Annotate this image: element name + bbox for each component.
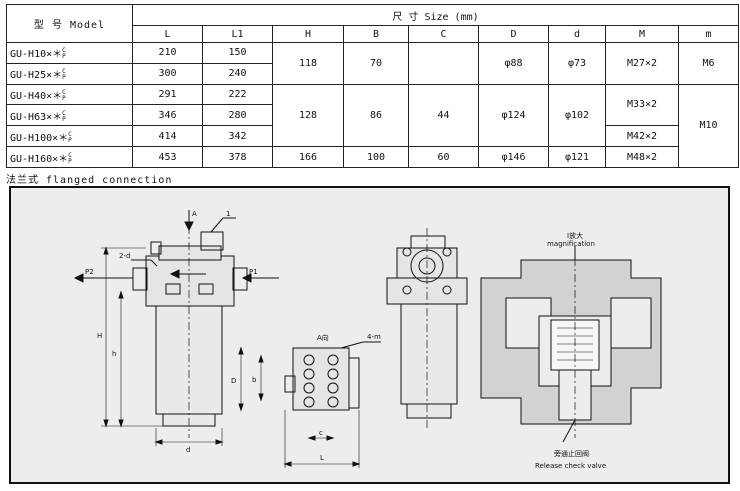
label-h: h bbox=[112, 350, 116, 358]
label-valve-en: Release check valve bbox=[535, 462, 606, 470]
cell-C: 60 bbox=[408, 146, 479, 168]
cell-L: 346 bbox=[132, 104, 203, 127]
cell-L1: 222 bbox=[202, 83, 273, 106]
label-view-a: A向 bbox=[317, 333, 329, 342]
label-part-1: 1 bbox=[226, 210, 230, 218]
cell-L: 210 bbox=[132, 42, 203, 64]
col-L: L bbox=[132, 25, 203, 43]
label-c: c bbox=[319, 429, 323, 437]
col-m: m bbox=[677, 25, 740, 43]
label-valve-cn: 旁通止回阀 bbox=[554, 449, 589, 458]
cell-L: 414 bbox=[132, 125, 203, 148]
a-view bbox=[238, 341, 381, 468]
col-d: d bbox=[548, 25, 606, 43]
cell-H: 128 bbox=[272, 83, 344, 148]
cell-m: M10 bbox=[677, 83, 740, 169]
col-L1: L1 bbox=[202, 25, 273, 43]
cell-M: M48×2 bbox=[605, 146, 679, 168]
cell-M: M33×2 bbox=[605, 83, 679, 127]
label-H: H bbox=[97, 332, 102, 340]
label-magnify-cn: I放大 bbox=[567, 231, 583, 240]
label-magnify-en: magnification bbox=[547, 240, 595, 248]
col-B: B bbox=[343, 25, 409, 43]
label-d: d bbox=[186, 446, 190, 454]
cell-B: 100 bbox=[343, 146, 409, 168]
cell-M: M27×2 bbox=[605, 42, 679, 85]
front-view bbox=[73, 210, 279, 446]
cell-B: 70 bbox=[343, 42, 409, 85]
size-header: 尺 寸 Size (mm) bbox=[131, 4, 740, 26]
cell-H: 166 bbox=[272, 146, 344, 168]
drawing-canvas: A 1 2-d P1 P2 H h d A向 4-m D b c L I放大 m… bbox=[73, 210, 662, 470]
label-4m: 4-m bbox=[367, 333, 381, 341]
cell-M: M42×2 bbox=[605, 125, 679, 148]
technical-drawing: A 1 2-d P1 P2 H h d A向 4-m D b c L I放大 m… bbox=[9, 186, 730, 484]
cell-D: φ88 bbox=[478, 42, 549, 85]
label-p1: P1 bbox=[249, 268, 258, 276]
cell-D: φ146 bbox=[478, 146, 549, 168]
cell-L: 291 bbox=[132, 83, 203, 106]
col-C: C bbox=[408, 25, 479, 43]
cell-C bbox=[408, 42, 479, 85]
label-b: b bbox=[252, 376, 257, 384]
cell-L1: 378 bbox=[202, 146, 273, 168]
cell-L1: 342 bbox=[202, 125, 273, 148]
label-p2: P2 bbox=[85, 268, 94, 276]
magnified-section bbox=[480, 246, 662, 443]
connection-caption: 法兰式 flanged connection bbox=[6, 175, 173, 186]
cell-L: 453 bbox=[132, 146, 203, 168]
col-D: D bbox=[478, 25, 549, 43]
model-header: 型 号 Model bbox=[6, 4, 133, 43]
label-D: D bbox=[231, 377, 236, 385]
cell-L: 300 bbox=[132, 62, 203, 85]
cell-m: M6 bbox=[677, 42, 740, 85]
cell-D: φ124 bbox=[478, 83, 549, 148]
cell-L1: 240 bbox=[202, 62, 273, 85]
cell-d: φ102 bbox=[548, 83, 606, 148]
bolt-holes bbox=[303, 354, 339, 408]
label-L: L bbox=[320, 454, 324, 462]
cell-L1: 280 bbox=[202, 104, 273, 127]
drawing-labels: A 1 2-d P1 P2 H h d A向 4-m D b c L I放大 m… bbox=[85, 210, 606, 470]
col-H: H bbox=[272, 25, 344, 43]
label-a-arrow: A bbox=[192, 210, 197, 218]
side-view bbox=[386, 228, 468, 428]
cell-d: φ121 bbox=[548, 146, 606, 168]
cell-C: 44 bbox=[408, 83, 479, 148]
cell-B: 86 bbox=[343, 83, 409, 148]
cell-H: 118 bbox=[272, 42, 344, 85]
cell-L1: 150 bbox=[202, 42, 273, 64]
cell-d: φ73 bbox=[548, 42, 606, 85]
label-2d: 2-d bbox=[119, 252, 130, 260]
dimension-table: 型 号 Model 尺 寸 Size (mm) L L1 H B C D d M… bbox=[6, 4, 740, 169]
col-M: M bbox=[605, 25, 679, 43]
